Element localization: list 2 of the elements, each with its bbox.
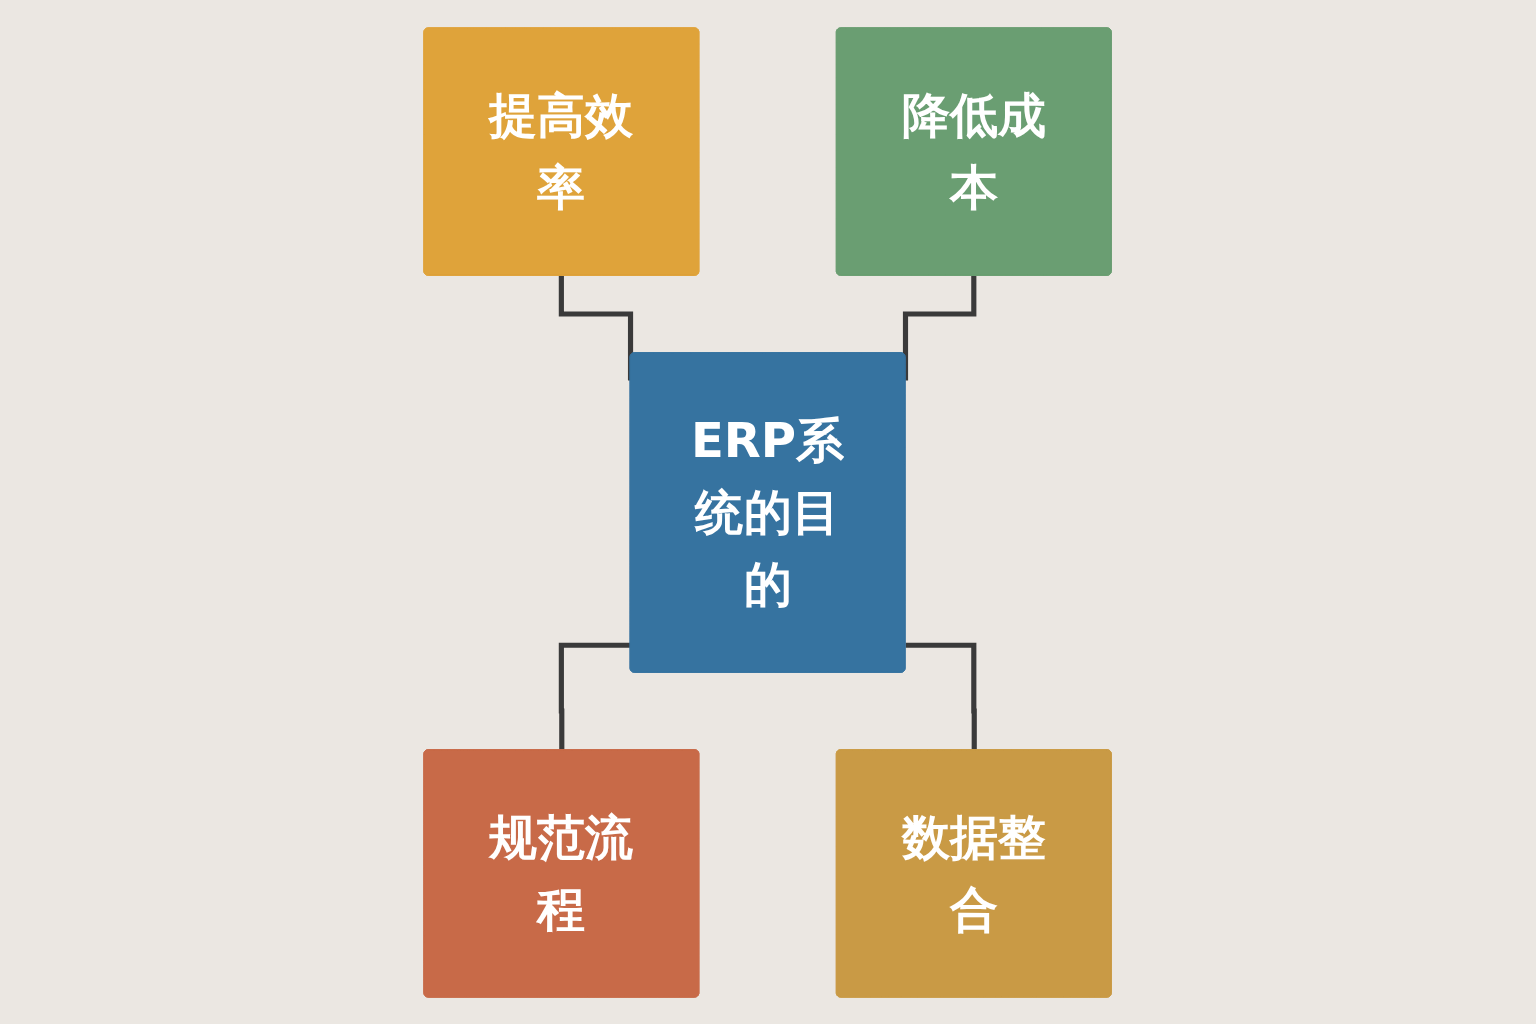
connector [905, 642, 978, 750]
connector [559, 642, 631, 750]
